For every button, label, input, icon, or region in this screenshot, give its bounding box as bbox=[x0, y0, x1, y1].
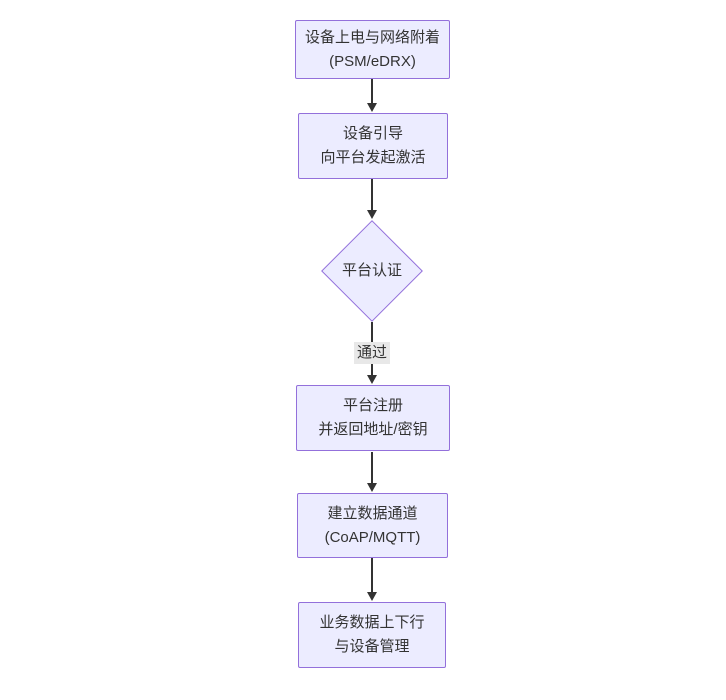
node-label-line: 设备引导 bbox=[342, 125, 403, 142]
node-device-bootstrap: 设备引导 向平台发起激活 bbox=[298, 113, 448, 179]
node-platform-register: 平台注册 并返回地址/密钥 bbox=[296, 385, 450, 451]
arrow-attach-to-bootstrap-line bbox=[371, 79, 373, 105]
arrow-register-to-channel-arrowhead-icon bbox=[367, 483, 377, 492]
arrow-attach-to-bootstrap-arrowhead-icon bbox=[367, 103, 377, 112]
arrow-bootstrap-to-auth-arrowhead-icon bbox=[367, 210, 377, 219]
node-label-line: 平台注册 bbox=[342, 397, 403, 414]
arrow-bootstrap-to-auth-line bbox=[371, 179, 373, 212]
node-business-data-device-mgmt: 业务数据上下行 与设备管理 bbox=[298, 602, 446, 668]
node-label-line: 建立数据通道 bbox=[327, 504, 418, 522]
node-device-power-network-attach: 设备上电与网络附着 (PSM/eDRX) bbox=[295, 20, 450, 79]
node-label-line: 与设备管理 bbox=[334, 638, 410, 655]
node-platform-auth-label: 平台认证 bbox=[341, 262, 402, 279]
arrow-auth-to-register-arrowhead-icon bbox=[367, 375, 377, 384]
arrow-register-to-channel-line bbox=[371, 452, 373, 485]
node-label-line: 业务数据上下行 bbox=[319, 614, 425, 631]
node-data-channel: 建立数据通道 (CoAP/MQTT) bbox=[297, 493, 448, 558]
node-label-line: 设备上电与网络附着 bbox=[304, 28, 440, 46]
node-label-line: 向平台发起激活 bbox=[320, 149, 426, 166]
edge-label-pass: 通过 bbox=[353, 342, 391, 364]
arrow-channel-to-business-line bbox=[371, 558, 373, 594]
arrow-channel-to-business-arrowhead-icon bbox=[367, 592, 377, 601]
node-label-line: 并返回地址/密钥 bbox=[318, 421, 428, 438]
node-label-line: (CoAP/MQTT) bbox=[324, 528, 421, 546]
node-label-line: (PSM/eDRX) bbox=[329, 52, 416, 70]
